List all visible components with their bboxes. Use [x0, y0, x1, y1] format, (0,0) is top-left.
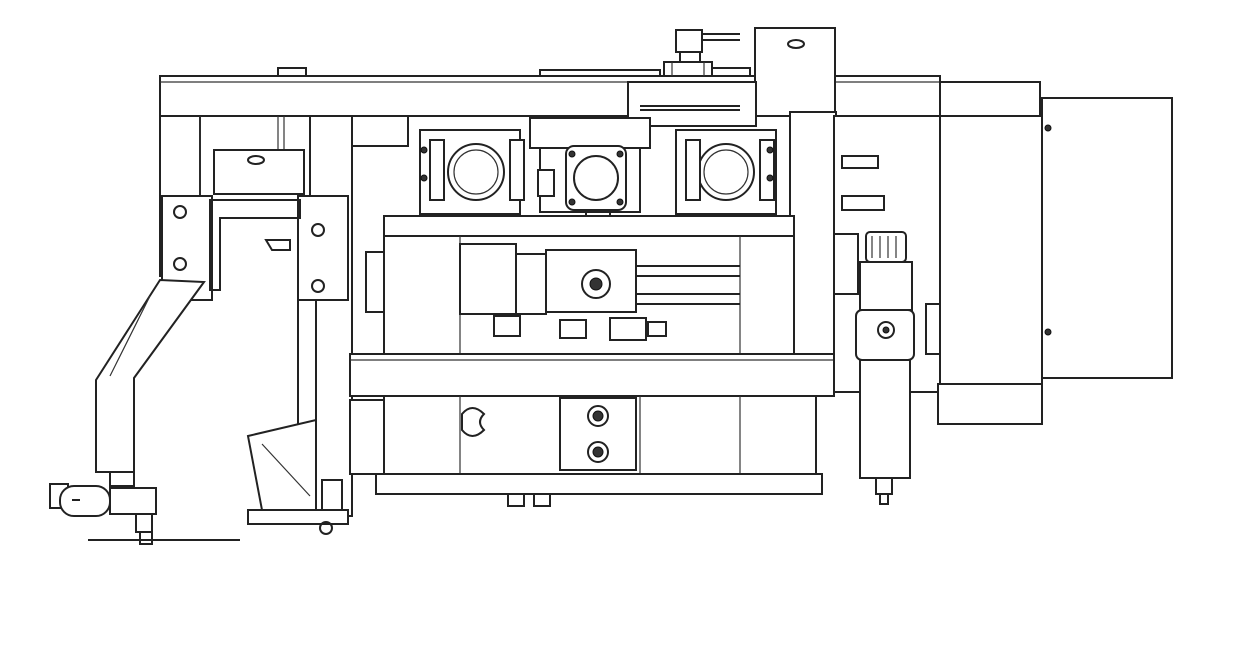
suction-cup-assembly — [49, 471, 240, 545]
left-mounting-bracket — [161, 149, 349, 301]
air-fittings — [493, 315, 667, 341]
rotary-actuator-center — [529, 117, 651, 237]
left-support-column — [246, 299, 385, 535]
bottom-base-plate — [375, 473, 823, 507]
linear-actuator — [459, 243, 740, 315]
angled-arm — [95, 278, 206, 473]
top-right-plate — [754, 27, 837, 393]
mid-cross-beam — [349, 353, 835, 397]
cylinder-clamp-right — [675, 129, 777, 215]
solenoid-valve-connector — [663, 29, 740, 77]
right-base-plate — [937, 81, 1173, 425]
cylinder-clamp-left — [419, 129, 525, 215]
sensor-block-lower — [383, 395, 817, 475]
